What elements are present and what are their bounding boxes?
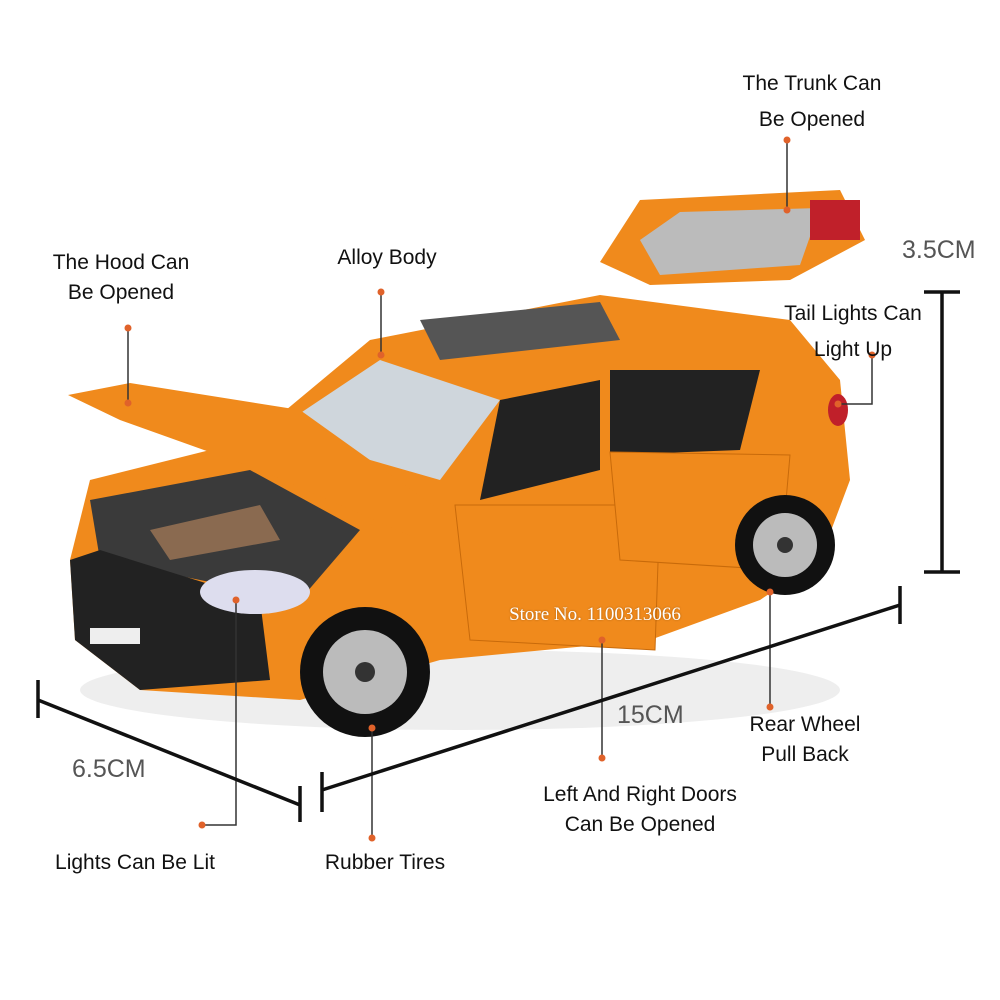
callout-text: Left And Right Doors (543, 783, 737, 806)
callout-doors: Left And Right Doors Can Be Opened (543, 780, 737, 840)
front-door (454, 504, 661, 651)
callout-tires: Rubber Tires (325, 847, 445, 878)
callout-hood: The Hood Can Be Opened (53, 248, 190, 308)
callout-rear-wheel: Rear Wheel Pull Back (750, 710, 861, 770)
hood (68, 383, 440, 540)
callout-text: The Hood Can (52, 251, 190, 274)
callout-text: Light Up (813, 338, 893, 361)
store-watermark: Store No. 1100313066 (509, 604, 681, 625)
dimension-lines (36, 290, 960, 822)
callout-lights: Lights Can Be Lit (55, 847, 215, 878)
callout-text: Alloy Body (337, 246, 437, 269)
callout-text: Be Opened (758, 108, 866, 131)
callout-trunk: The Trunk Can Be Opened (743, 68, 882, 135)
front-wheel (300, 607, 430, 737)
width-dimension: 6.5CM (72, 755, 146, 783)
callout-text: Pull Back (761, 743, 849, 766)
callout-text: Lights Can Be Lit (55, 851, 215, 874)
callout-text: Can Be Opened (564, 813, 716, 836)
callout-tail-lights: Tail Lights Can Light Up (784, 296, 922, 368)
length-dimension: 15CM (617, 701, 684, 729)
height-dimension: 3.5CM (902, 236, 976, 264)
callout-text: Rear Wheel (749, 713, 861, 736)
headlight (200, 570, 310, 614)
callout-alloy-body: Alloy Body (337, 242, 436, 273)
callout-text: Tail Lights Can (784, 302, 922, 325)
rear-wheel (735, 495, 835, 595)
callout-text: The Trunk Can (742, 72, 882, 95)
callout-text: Be Opened (67, 281, 175, 304)
callout-text: Rubber Tires (324, 851, 446, 874)
